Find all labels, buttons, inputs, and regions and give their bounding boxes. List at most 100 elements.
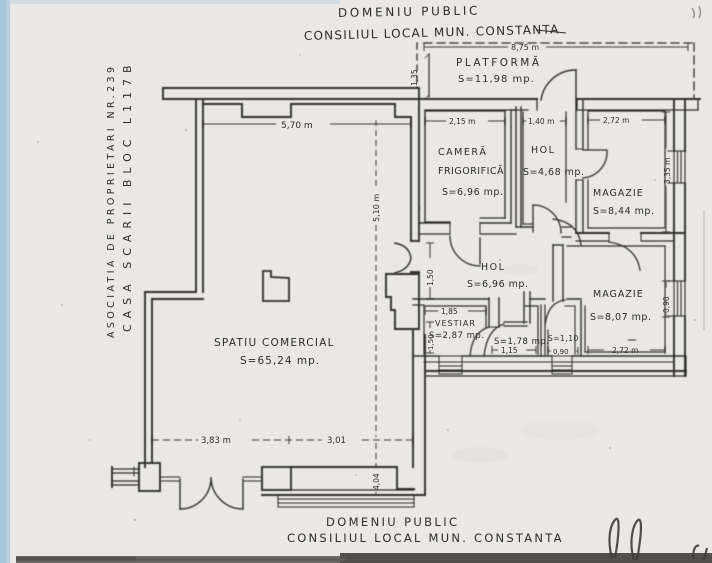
door-wc2 bbox=[544, 299, 566, 326]
dim-hol-left-opening: 1,50 bbox=[426, 269, 435, 286]
entrance-steps bbox=[277, 494, 415, 508]
room-name: VESTIAR bbox=[435, 319, 476, 328]
wall-top-band bbox=[162, 87, 701, 111]
room-name-line2: FRIGORIFICĂ bbox=[438, 165, 504, 177]
footer-line1: DOMENIU PUBLIC bbox=[326, 515, 460, 529]
platform-outline bbox=[416, 42, 695, 99]
scan-edge-bottom-band-dark bbox=[340, 553, 712, 563]
dim-vestiar-width: 1,85 bbox=[441, 307, 458, 316]
walls-magazie2 bbox=[566, 245, 666, 353]
window-right-1 bbox=[667, 150, 686, 184]
room-name: HOL bbox=[481, 262, 505, 273]
wall-magazie-divider bbox=[575, 232, 685, 242]
walls-hol-mic bbox=[522, 111, 572, 238]
scan-edge-top-blue bbox=[10, 0, 340, 4]
window-threshold-1 bbox=[438, 355, 463, 375]
signature-squiggle bbox=[608, 517, 709, 561]
wall-pillar bbox=[385, 273, 420, 330]
walls-camera-frigorifica bbox=[418, 109, 517, 235]
dim-platform-width: 8,75 m bbox=[511, 43, 539, 52]
room-name: SPATIU COMERCIAL bbox=[214, 337, 335, 349]
platform-door bbox=[540, 69, 577, 102]
wall-main-room-right bbox=[385, 98, 426, 496]
room-label-hol-mare: HOL S=6,96 mp. bbox=[467, 262, 528, 290]
labels: DOMENIU PUBLIC CONSILIUL LOCAL MUN. CONS… bbox=[106, 4, 672, 545]
door-camera-frigorifica bbox=[449, 235, 481, 267]
scan-mark-top-right bbox=[691, 5, 702, 19]
door-main-room-double bbox=[393, 242, 412, 274]
door-vestiar bbox=[469, 326, 490, 357]
column-main-room bbox=[262, 270, 290, 302]
wall-left-staircase bbox=[111, 98, 204, 492]
scan-edge-bottom-band-left bbox=[16, 557, 136, 561]
header-line2: CONSILIUL LOCAL MUN. CONSTANTA bbox=[304, 22, 560, 43]
room-name: HOL bbox=[531, 145, 555, 156]
room-area: S=8,44 mp. bbox=[593, 206, 654, 217]
footer-line2: CONSILIUL LOCAL MUN. CONSTANTA bbox=[287, 531, 563, 545]
wall-hol-magazie2 bbox=[552, 218, 582, 302]
wall-wing-bottom bbox=[412, 355, 687, 377]
scan-edge-bottom-band-mid bbox=[135, 558, 345, 561]
door-magazie1 bbox=[582, 149, 608, 179]
doors-wc-block bbox=[469, 299, 566, 357]
dim-camera-frig-width: 2,15 m bbox=[449, 117, 475, 126]
dimension-labels: 5,70 m 8,75 m 1,35 5,10 m 4,04 3,83 m 3,… bbox=[201, 43, 672, 490]
door-magazie2 bbox=[608, 241, 641, 271]
room-label-wc1: S=1,78 mp. bbox=[494, 337, 550, 347]
dim-room-height: 5,10 m bbox=[372, 194, 381, 222]
dim-magazie1-width: 2,72 m bbox=[603, 116, 629, 125]
dim-platform-depth: 1,35 bbox=[410, 69, 419, 86]
header-line1: DOMENIU PUBLIC bbox=[338, 4, 480, 20]
room-label-spatiu-comercial: SPATIU COMERCIAL S=65,24 mp. bbox=[214, 337, 335, 367]
wall-right-exterior bbox=[673, 98, 687, 377]
room-name: MAGAZIE bbox=[593, 188, 644, 199]
dim-bottom-left: 3,83 m bbox=[201, 436, 231, 446]
wall-magazie1-left bbox=[575, 98, 584, 234]
window-threshold-2 bbox=[551, 355, 573, 375]
door-wc1 bbox=[483, 323, 505, 357]
room-name: PLATFORMĂ bbox=[456, 56, 542, 69]
door-hol-magazie2 bbox=[552, 218, 582, 246]
dim-room-top-width: 5,70 m bbox=[281, 121, 313, 131]
room-label-vestiar: VESTIAR S=2,87 mp. bbox=[429, 319, 485, 341]
dim-magazie2-window: 0,90 bbox=[662, 296, 671, 313]
room-label-magazie-1: MAGAZIE S=8,44 mp. bbox=[593, 188, 654, 217]
entrance-double-door bbox=[179, 477, 244, 510]
wall-main-room-top bbox=[202, 103, 412, 118]
wall-bottom bbox=[159, 466, 426, 496]
wall-camera-hol bbox=[510, 106, 534, 228]
room-label-wc2: S=1,10 bbox=[548, 334, 579, 343]
door-hol-mic bbox=[532, 204, 562, 234]
side-note-line2: ASOCIATIA DE PROPRIETARI NR.239 bbox=[106, 66, 117, 338]
dim-hol-mic-width: 1,40 m bbox=[528, 117, 554, 126]
room-label-platforma: PLATFORMĂ S=11,98 mp. bbox=[456, 56, 542, 85]
room-label-magazie-2: MAGAZIE S=8,07 mp. bbox=[590, 289, 651, 323]
dim-vestiar-height: 1,50 bbox=[427, 334, 435, 350]
scan-edge-left-blue-inner bbox=[0, 0, 6, 563]
walls bbox=[111, 42, 701, 510]
room-label-camera-frigorifica: CAMERĂ FRIGORIFICĂ S=6,96 mp. bbox=[438, 146, 504, 198]
room-label-hol-mic: HOL S=4,68 mp. bbox=[523, 145, 584, 178]
room-area: S=2,87 mp. bbox=[429, 331, 485, 341]
room-area: S=6,96 mp. bbox=[467, 279, 528, 290]
side-note-line1: CASA SCARII BLOC L117B bbox=[121, 64, 134, 332]
room-name-line1: CAMERĂ bbox=[438, 146, 487, 158]
paper-specks bbox=[37, 5, 705, 522]
room-area: S=6,96 mp. bbox=[442, 187, 503, 198]
room-area: S=11,98 mp. bbox=[458, 74, 535, 85]
dim-wc2-width: 0,90 bbox=[553, 348, 569, 356]
room-name: MAGAZIE bbox=[593, 289, 644, 300]
dim-wc1-width: 1,15 bbox=[501, 346, 518, 355]
room-area: S=4,68 mp. bbox=[523, 167, 584, 178]
walls-magazie1 bbox=[587, 110, 666, 229]
entrance-pier-right bbox=[261, 466, 292, 491]
doors bbox=[393, 242, 412, 274]
dimension-lines bbox=[151, 43, 689, 494]
header-underline-mark bbox=[535, 29, 567, 34]
dim-magazie2-width: 2,72 m bbox=[612, 346, 638, 355]
room-area: S=8,07 mp. bbox=[590, 312, 651, 323]
dim-room-height-lower: 4,04 bbox=[372, 473, 381, 490]
